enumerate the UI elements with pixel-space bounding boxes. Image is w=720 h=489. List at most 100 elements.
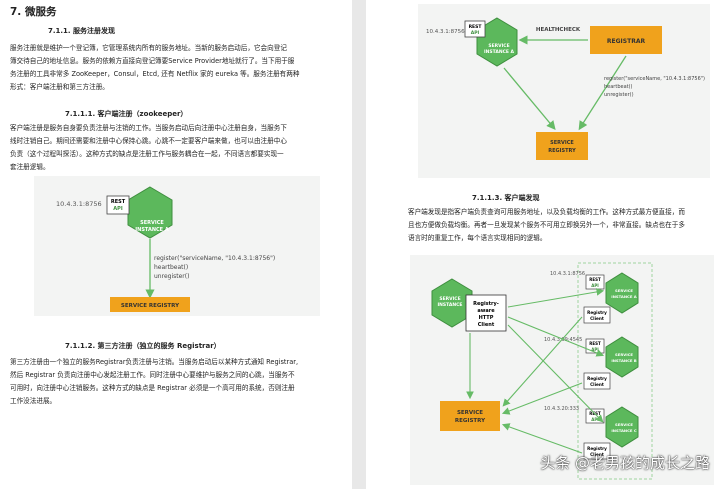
registrar-label: REGISTRAR — [607, 38, 646, 45]
client-discovery-svg: SERVICE INSTANCE Registry- aware HTTP Cl… — [431, 262, 653, 480]
instance-label: INSTANCE A — [484, 49, 515, 55]
client-instance-label: INSTANCE — [437, 302, 462, 308]
instance-c-label-2: INSTANCE C — [611, 428, 636, 433]
api-label: API — [113, 206, 123, 212]
section-heading-service-discovery: 7.1.1. 服务注册发现 — [48, 27, 116, 35]
watermark-text: 头条 @老男孩的成长之路 — [540, 454, 710, 472]
paragraph-line: 务注册的工具非常多 ZooKeeper，Consul，Etcd, 还有 Netf… — [10, 70, 300, 78]
registrar-to-registry-arrow — [578, 55, 627, 131]
register-call: register("serviceName, "10.4.3.1:8756") — [154, 255, 275, 262]
subsection-heading-client-discovery: 7.1.1.3. 客户端发现 — [472, 194, 540, 202]
client-box-line2: aware — [477, 308, 495, 314]
service-registry-label-line1: SERVICE — [550, 140, 574, 146]
client-discovery-diagram: SERVICE INSTANCE Registry- aware HTTP Cl… — [410, 255, 714, 485]
instance-to-registry-arrow — [503, 67, 556, 130]
paragraph-line: 簿交待自己的地址信息。服务的依赖方直接向登记簿要Service Provider… — [10, 57, 295, 65]
paragraph-line: 然后 Registrar 负责向注册中心发起注册工作。同时注册中心要维护与服务之… — [10, 371, 295, 379]
paragraph-line: 第三方注册由一个独立的服务Registrar负责注册与注销。当服务启动后以某种方… — [10, 358, 299, 366]
registry-client-label-2: Client — [590, 316, 604, 321]
heartbeat-call: heartbeat() — [154, 264, 188, 271]
right-page: 10.4.3.1:8756 REST API SERVICE INSTANCE … — [366, 0, 720, 489]
rest-label: REST — [589, 341, 601, 346]
instance-a-registry-client — [583, 306, 611, 324]
paragraph-line: 客户端注册是服务自身要负责注册与注销的工作。当服务启动后向注册中心注册自身，当服… — [10, 124, 287, 132]
unregister-call: unregister() — [154, 273, 189, 280]
service-registry-label-line1: SERVICE — [457, 410, 483, 416]
client-registration-paragraph: 客户端注册是服务自身要负责注册与注销的工作。当服务启动后向注册中心注册自身，当服… — [10, 122, 287, 174]
ip-label-c: 10.4.3.20:333 — [544, 406, 579, 412]
section-paragraph: 服务注册就是维护一个登记簿，它管理系统内所有的服务地址。当新的服务启动后，它会向… — [10, 42, 299, 94]
service-label: SERVICE — [488, 43, 509, 49]
unregister-call: unregister() — [604, 92, 634, 98]
service-registry-label-line2: REGISTRY — [455, 418, 486, 424]
api-label: API — [471, 30, 480, 36]
instance-c-label-1: SERVICE — [615, 422, 633, 427]
rest-label: REST — [111, 199, 126, 205]
paragraph-line: 语言时的重复工作，每个语言实现相同的逻辑。 — [408, 234, 547, 242]
client-to-instance-b-arrow — [507, 316, 605, 357]
service-registry-box — [110, 297, 190, 312]
instance-a-rest-api — [585, 274, 605, 290]
instance-label: INSTANCE A — [135, 227, 169, 233]
instance-c-registry-client — [583, 442, 611, 460]
paragraph-line: 负责（这个过程叫探活）。这种方式的缺点是注册工作与服务耦合在一起，不同语言都要实… — [10, 150, 284, 158]
third-party-registration-diagram: 10.4.3.1:8756 REST API SERVICE INSTANCE … — [418, 4, 710, 178]
client-to-instance-a-arrow — [507, 288, 605, 308]
rest-api-box — [106, 195, 130, 215]
registry-client-label-2: Client — [590, 382, 604, 387]
paragraph-line: 客户端发现是指客户端负责查询可用服务地址，以及负载均衡的工作。这种方式最方便直接… — [408, 208, 685, 216]
ip-label: 10.4.3.1:8756 — [56, 200, 102, 208]
service-instances-group — [577, 262, 653, 480]
service-registry-label: SERVICE REGISTRY — [121, 303, 180, 309]
ip-label: 10.4.3.1:8756 — [426, 29, 465, 35]
instance-b-label-1: SERVICE — [615, 352, 633, 357]
healthcheck-label: HEALTHCHECK — [536, 27, 581, 33]
rest-api-box — [464, 20, 486, 38]
ip-label-b: 10.4.3.99:4545 — [544, 337, 582, 343]
client-box-line4: Client — [478, 322, 495, 328]
instance-c-to-registry-arrow — [501, 423, 583, 454]
client-box-line1: Registry- — [473, 301, 499, 307]
instance-a-to-registry-arrow — [502, 316, 583, 407]
service-registry-box — [536, 132, 588, 160]
chapter-heading: 7. 微服务 — [10, 6, 57, 18]
api-label: API — [591, 283, 599, 288]
paragraph-line: 形式：客户端注册和第三方注册。 — [10, 83, 109, 91]
client-service-hexagon — [431, 278, 473, 328]
client-service-label: SERVICE — [439, 296, 460, 302]
paragraph-line: 工作没法进展。 — [10, 397, 57, 405]
client-registration-svg: 10.4.3.1:8756 REST API SERVICE INSTANCE … — [56, 186, 275, 312]
service-registry-box — [440, 401, 500, 431]
client-discovery-paragraph: 客户端发现是指客户端负责查询可用服务地址，以及负载均衡的工作。这种方式最方便直接… — [408, 206, 685, 245]
register-call: register("serviceName, "10.4.3.1:8756") — [604, 76, 705, 82]
client-box-line3: HTTP — [479, 315, 494, 321]
instance-b-to-registry-arrow — [501, 382, 583, 415]
rest-label: REST — [469, 24, 483, 30]
instance-b-registry-client — [583, 372, 611, 390]
registry-client-label-2: Client — [590, 452, 604, 457]
paragraph-line: 套注册逻辑。 — [10, 163, 50, 171]
third-party-registration-svg: 10.4.3.1:8756 REST API SERVICE INSTANCE … — [426, 17, 705, 160]
instance-a-label-1: SERVICE — [615, 288, 633, 293]
heartbeat-call: heartbeat() — [604, 84, 633, 90]
registry-client-label-1: Registry — [587, 310, 607, 315]
paragraph-line: 可用时，向注册中心注销服务。这种方式的缺点是 Registrar 必须是一个高可… — [10, 384, 295, 392]
instance-a-label-2: INSTANCE A — [611, 294, 636, 299]
instance-c-hexagon — [605, 406, 639, 448]
subsection-heading-client-registration: 7.1.1.1. 客户端注册（zookeeper） — [65, 110, 188, 118]
registrar-box — [590, 26, 662, 54]
paragraph-line: 线时注销自己。期间还需要和注册中心保持心跳。心跳不一定要客户端来做，也可以由注册… — [10, 137, 287, 145]
paragraph-line: 服务注册就是维护一个登记簿，它管理系统内所有的服务地址。当新的服务启动后，它会向… — [10, 44, 287, 52]
third-party-paragraph: 第三方注册由一个独立的服务Registrar负责注册与注销。当服务启动后以某种方… — [10, 356, 298, 408]
left-page: 7. 微服务 7.1.1. 服务注册发现 服务注册就是维护一个登记簿，它管理系统… — [0, 0, 352, 489]
rest-label: REST — [589, 277, 601, 282]
instance-a-hexagon — [605, 272, 639, 314]
ip-label-a: 10.4.3.1:8756 — [550, 271, 585, 277]
client-to-instance-c-arrow — [507, 324, 604, 423]
service-label: SERVICE — [140, 220, 164, 226]
api-label: API — [591, 347, 599, 352]
api-label: API — [591, 417, 599, 422]
service-registry-label-line2: REGISTRY — [548, 148, 576, 154]
registry-client-label-1: Registry — [587, 376, 607, 381]
instance-b-hexagon — [605, 336, 639, 378]
